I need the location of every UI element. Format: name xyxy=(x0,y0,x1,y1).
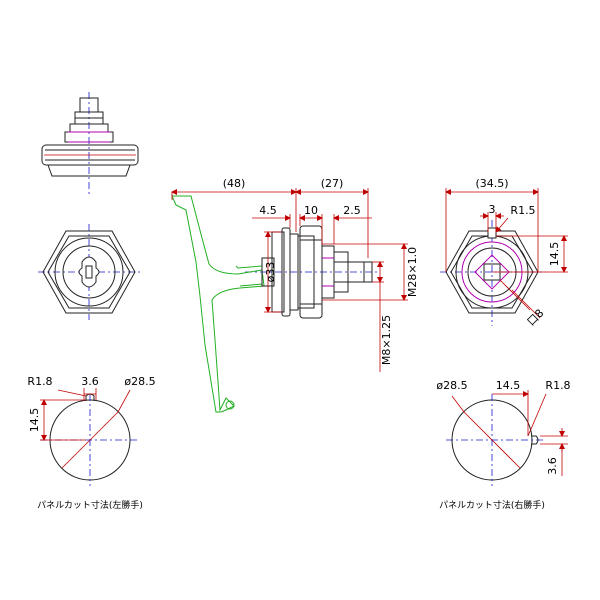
dim-front-width: (34.5) xyxy=(475,177,508,190)
dim-body-length: (27) xyxy=(321,177,344,190)
cut-right-w: 14.5 xyxy=(496,379,521,392)
dim-key-square: 口8 xyxy=(525,307,547,329)
panel-cut-right: ø28.5 14.5 R1.8 3.6 パネルカット寸法(右勝手) xyxy=(436,379,570,511)
front-view-left xyxy=(38,224,140,320)
cut-left-caption: パネルカット寸法(左勝手) xyxy=(37,499,143,511)
dim-thread-m28: M28×1.0 xyxy=(406,247,419,297)
dim-seg-4-5: 4.5 xyxy=(259,204,277,217)
dim-handle-length: (48) xyxy=(223,177,246,190)
cut-left-dia: ø28.5 xyxy=(124,375,155,388)
dim-key-14-5: 14.5 xyxy=(548,242,561,267)
dim-dia-33: ø33 xyxy=(264,262,277,283)
front-right-dimensions: (34.5) 3 R1.5 14.5 口8 xyxy=(445,177,568,329)
side-view xyxy=(171,195,380,413)
top-view xyxy=(41,92,139,196)
cut-right-r: R1.8 xyxy=(545,379,570,392)
dim-thread-m8: M8×1.25 xyxy=(380,315,393,365)
cut-left-w: 3.6 xyxy=(81,375,99,388)
cut-right-caption: パネルカット寸法(右勝手) xyxy=(439,499,545,511)
cut-right-h: 3.6 xyxy=(546,457,559,475)
dim-key-r1-5: R1.5 xyxy=(510,204,535,217)
side-view-dimensions: (48) (27) 4.5 10 2.5 ø33 M28×1.0 M8×1.25 xyxy=(171,177,419,372)
t-handle xyxy=(171,195,265,413)
cut-right-dia: ø28.5 xyxy=(436,379,467,392)
dim-key-3: 3 xyxy=(489,203,496,216)
dim-seg-10: 10 xyxy=(304,204,318,217)
dim-seg-2-5: 2.5 xyxy=(343,204,361,217)
cut-left-h: 14.5 xyxy=(28,408,41,433)
panel-cut-left: R1.8 3.6 ø28.5 14.5 パネルカット寸法(左勝手) xyxy=(27,375,155,511)
cut-left-r: R1.8 xyxy=(27,375,52,388)
